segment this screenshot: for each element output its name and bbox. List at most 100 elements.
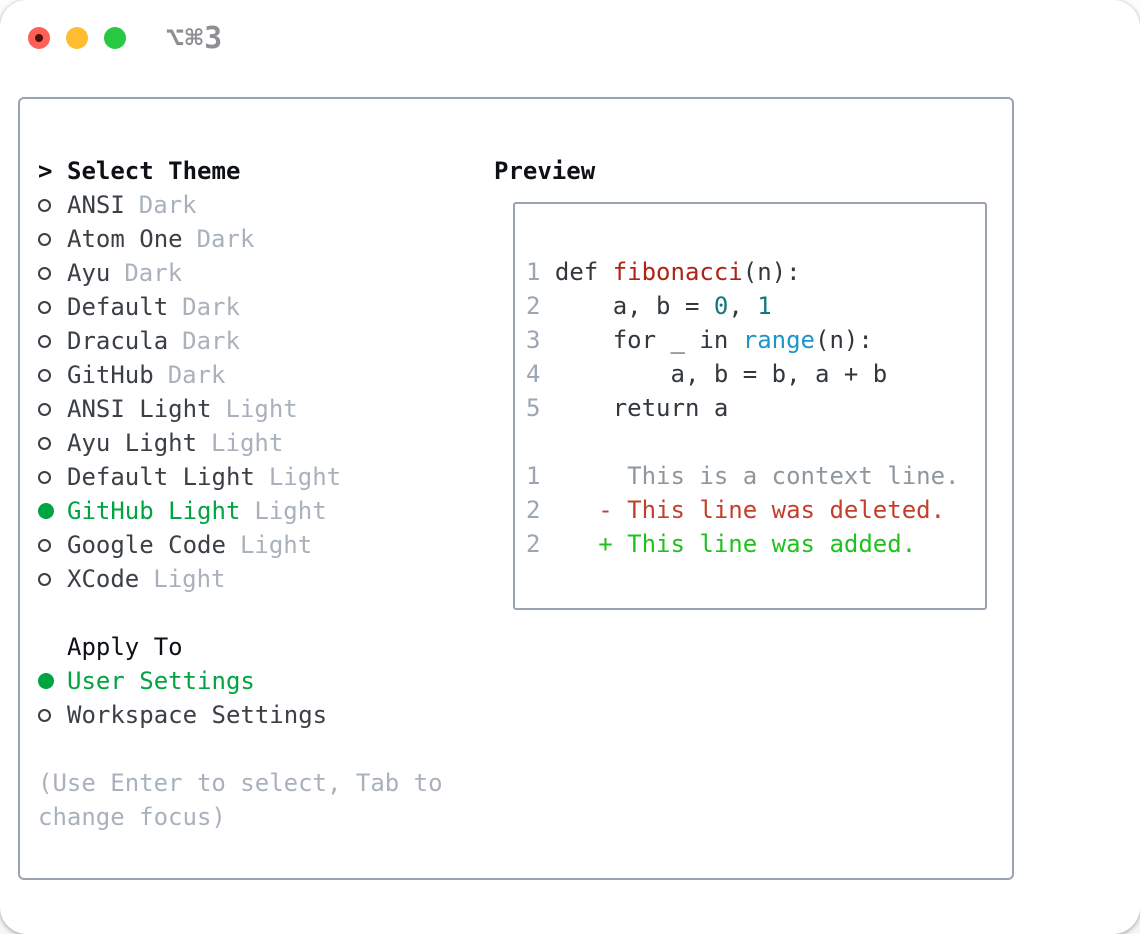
- code-token: 4: [526, 360, 555, 388]
- code-token: This is a context line.: [554, 462, 960, 490]
- code-line: 3 for _ in range(n):: [526, 323, 959, 357]
- theme-list-item[interactable]: Ayu Dark: [38, 256, 443, 290]
- radio-icon: [38, 470, 51, 484]
- code-token: range: [742, 326, 815, 354]
- code-line: 4 a, b = b, a + b: [526, 357, 959, 391]
- code-token: 0: [713, 292, 729, 320]
- radio-icon: [38, 266, 51, 280]
- select-theme-header: > Select Theme: [38, 154, 443, 188]
- apply-to-section: Apply To User Settings Workspace Setting…: [38, 630, 443, 732]
- code-token: 1: [757, 292, 772, 320]
- radio-icon: [38, 368, 51, 382]
- theme-list-item[interactable]: ANSI Light Light: [38, 392, 443, 426]
- theme-variant-badge: Light: [211, 429, 284, 457]
- code-token: return a: [554, 394, 729, 422]
- code-line: [526, 425, 959, 459]
- theme-variant-badge: Dark: [138, 191, 197, 219]
- radio-icon: [38, 334, 51, 348]
- theme-variant-badge: Dark: [124, 259, 183, 287]
- code-token: for _ in: [554, 326, 743, 354]
- code-line: 2 - This line was deleted.: [526, 493, 959, 527]
- code-line: 5 return a: [526, 391, 959, 425]
- code-token: 2: [526, 496, 555, 524]
- cursor-icon: >: [38, 157, 53, 185]
- code-token: ,: [728, 292, 758, 320]
- theme-name: ANSI Light: [67, 395, 212, 423]
- theme-variant-badge: Light: [153, 565, 226, 593]
- code-token: 2: [526, 292, 555, 320]
- apply-to-header: Apply To: [38, 630, 443, 664]
- theme-variant-badge: Light: [225, 395, 298, 423]
- theme-name: Ayu Light: [67, 429, 198, 457]
- theme-list-item[interactable]: XCode Light: [38, 562, 443, 596]
- help-line: (Use Enter to select, Tab to: [38, 769, 443, 797]
- theme-name: ANSI: [67, 191, 125, 219]
- code-token: fibonacci: [612, 258, 743, 286]
- theme-variant-badge: Dark: [167, 361, 226, 389]
- zoom-window-button[interactable]: [104, 27, 126, 49]
- theme-list-item[interactable]: GitHub Dark: [38, 358, 443, 392]
- radio-icon: [38, 436, 51, 450]
- theme-list-item[interactable]: Google Code Light: [38, 528, 443, 562]
- radio-icon: [38, 402, 51, 416]
- minimize-window-button[interactable]: [66, 27, 88, 49]
- radio-icon: [38, 538, 51, 552]
- code-token: 2: [526, 530, 555, 558]
- option-name: Workspace Settings: [67, 701, 328, 729]
- code-line: 1 This is a context line.: [526, 459, 959, 493]
- close-dot-icon: [35, 34, 43, 42]
- code-token: (n):: [742, 258, 801, 286]
- theme-list-item[interactable]: GitHub Light Light: [38, 494, 443, 528]
- window-title: ⌥⌘3: [166, 20, 224, 56]
- theme-selector-panel: > Select Theme ANSI Dark Atom One Dark A…: [18, 97, 1014, 880]
- option-name: User Settings: [67, 667, 255, 695]
- selector-column: > Select Theme ANSI Dark Atom One Dark A…: [38, 154, 443, 834]
- radio-icon: [38, 232, 51, 246]
- theme-variant-badge: Light: [254, 497, 327, 525]
- theme-name: Dracula: [67, 327, 169, 355]
- code-token: - This line was deleted.: [554, 496, 946, 524]
- select-theme-title: Select Theme: [67, 157, 241, 185]
- apply-to-title: Apply To: [67, 633, 183, 661]
- code-token: 5: [526, 394, 555, 422]
- code-token: 1: [526, 462, 555, 490]
- titlebar: ⌥⌘3: [28, 21, 223, 56]
- code-token: (n):: [815, 326, 873, 354]
- code-token: a, b =: [554, 292, 714, 320]
- code-token: 1: [526, 258, 555, 286]
- theme-name: GitHub Light: [67, 497, 241, 525]
- apply-to-options: User Settings Workspace Settings: [38, 664, 443, 732]
- theme-list-item[interactable]: Ayu Light Light: [38, 426, 443, 460]
- theme-list-item[interactable]: Default Light Light: [38, 460, 443, 494]
- theme-variant-badge: Dark: [196, 225, 255, 253]
- theme-list: ANSI Dark Atom One Dark Ayu Dark Default…: [38, 188, 443, 596]
- apply-to-option[interactable]: Workspace Settings: [38, 698, 443, 732]
- code-token: + This line was added.: [554, 530, 917, 558]
- radio-icon: [38, 673, 54, 689]
- theme-name: Ayu: [67, 259, 111, 287]
- code-line: 1 def fibonacci(n):: [526, 255, 959, 289]
- code-token: a, b = b, a + b: [554, 360, 888, 388]
- radio-icon: [38, 300, 51, 314]
- theme-list-item[interactable]: Dracula Dark: [38, 324, 443, 358]
- theme-variant-badge: Dark: [182, 293, 240, 321]
- theme-list-item[interactable]: Atom One Dark: [38, 222, 443, 256]
- apply-to-option[interactable]: User Settings: [38, 664, 443, 698]
- close-window-button[interactable]: [28, 27, 50, 49]
- code-line: 2 a, b = 0, 1: [526, 289, 959, 323]
- code-line: 2 + This line was added.: [526, 527, 959, 561]
- theme-list-item[interactable]: Default Dark: [38, 290, 443, 324]
- code-token: 3: [526, 326, 555, 354]
- theme-variant-badge: Light: [268, 463, 342, 491]
- theme-name: XCode: [67, 565, 140, 593]
- theme-name: Google Code: [67, 531, 226, 559]
- theme-name: Default Light: [67, 463, 255, 491]
- theme-name: Default: [67, 293, 169, 321]
- theme-variant-badge: Dark: [182, 327, 240, 355]
- code-token: def: [554, 258, 613, 286]
- theme-list-item[interactable]: ANSI Dark: [38, 188, 443, 222]
- theme-name: GitHub: [67, 361, 154, 389]
- radio-icon: [38, 198, 51, 212]
